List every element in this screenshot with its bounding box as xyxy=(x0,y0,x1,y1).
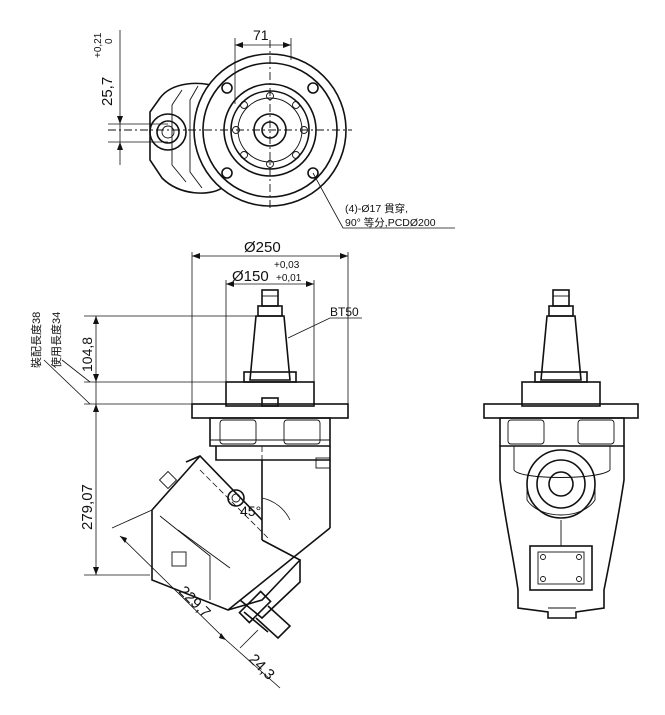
use-length-label: 使用長度34 xyxy=(49,312,63,368)
dim-25-7-tol-lower: 0 xyxy=(104,38,115,44)
hole-note-line2: 90° 等分,PCDØ200 xyxy=(345,216,436,229)
dim-flange-dia: Ø250 xyxy=(244,239,281,256)
dim-279-07: 279,07 xyxy=(79,484,96,530)
front-view xyxy=(43,252,362,689)
dim-pilot-tol-lower: +0,01 xyxy=(276,273,302,284)
top-view xyxy=(108,30,455,229)
dim-71: 71 xyxy=(253,27,269,43)
hole-note-line1: (4)-Ø17 貫穿, xyxy=(345,202,408,215)
dim-25-7-tol-upper: +0,21 xyxy=(93,32,104,58)
dim-104-8: 104,8 xyxy=(79,337,95,372)
holder-label: BT50 xyxy=(330,305,359,319)
side-view xyxy=(483,289,639,619)
dim-angle: 45° xyxy=(240,503,261,519)
dim-24-3: 24,3 xyxy=(245,651,278,684)
mount-length-label: 裝配長度38 xyxy=(29,312,43,368)
dim-pilot-dia: Ø150 xyxy=(232,268,269,285)
dim-25-7: 25,7 xyxy=(99,77,116,106)
dim-pilot-tol-upper: +0,03 xyxy=(274,260,300,271)
